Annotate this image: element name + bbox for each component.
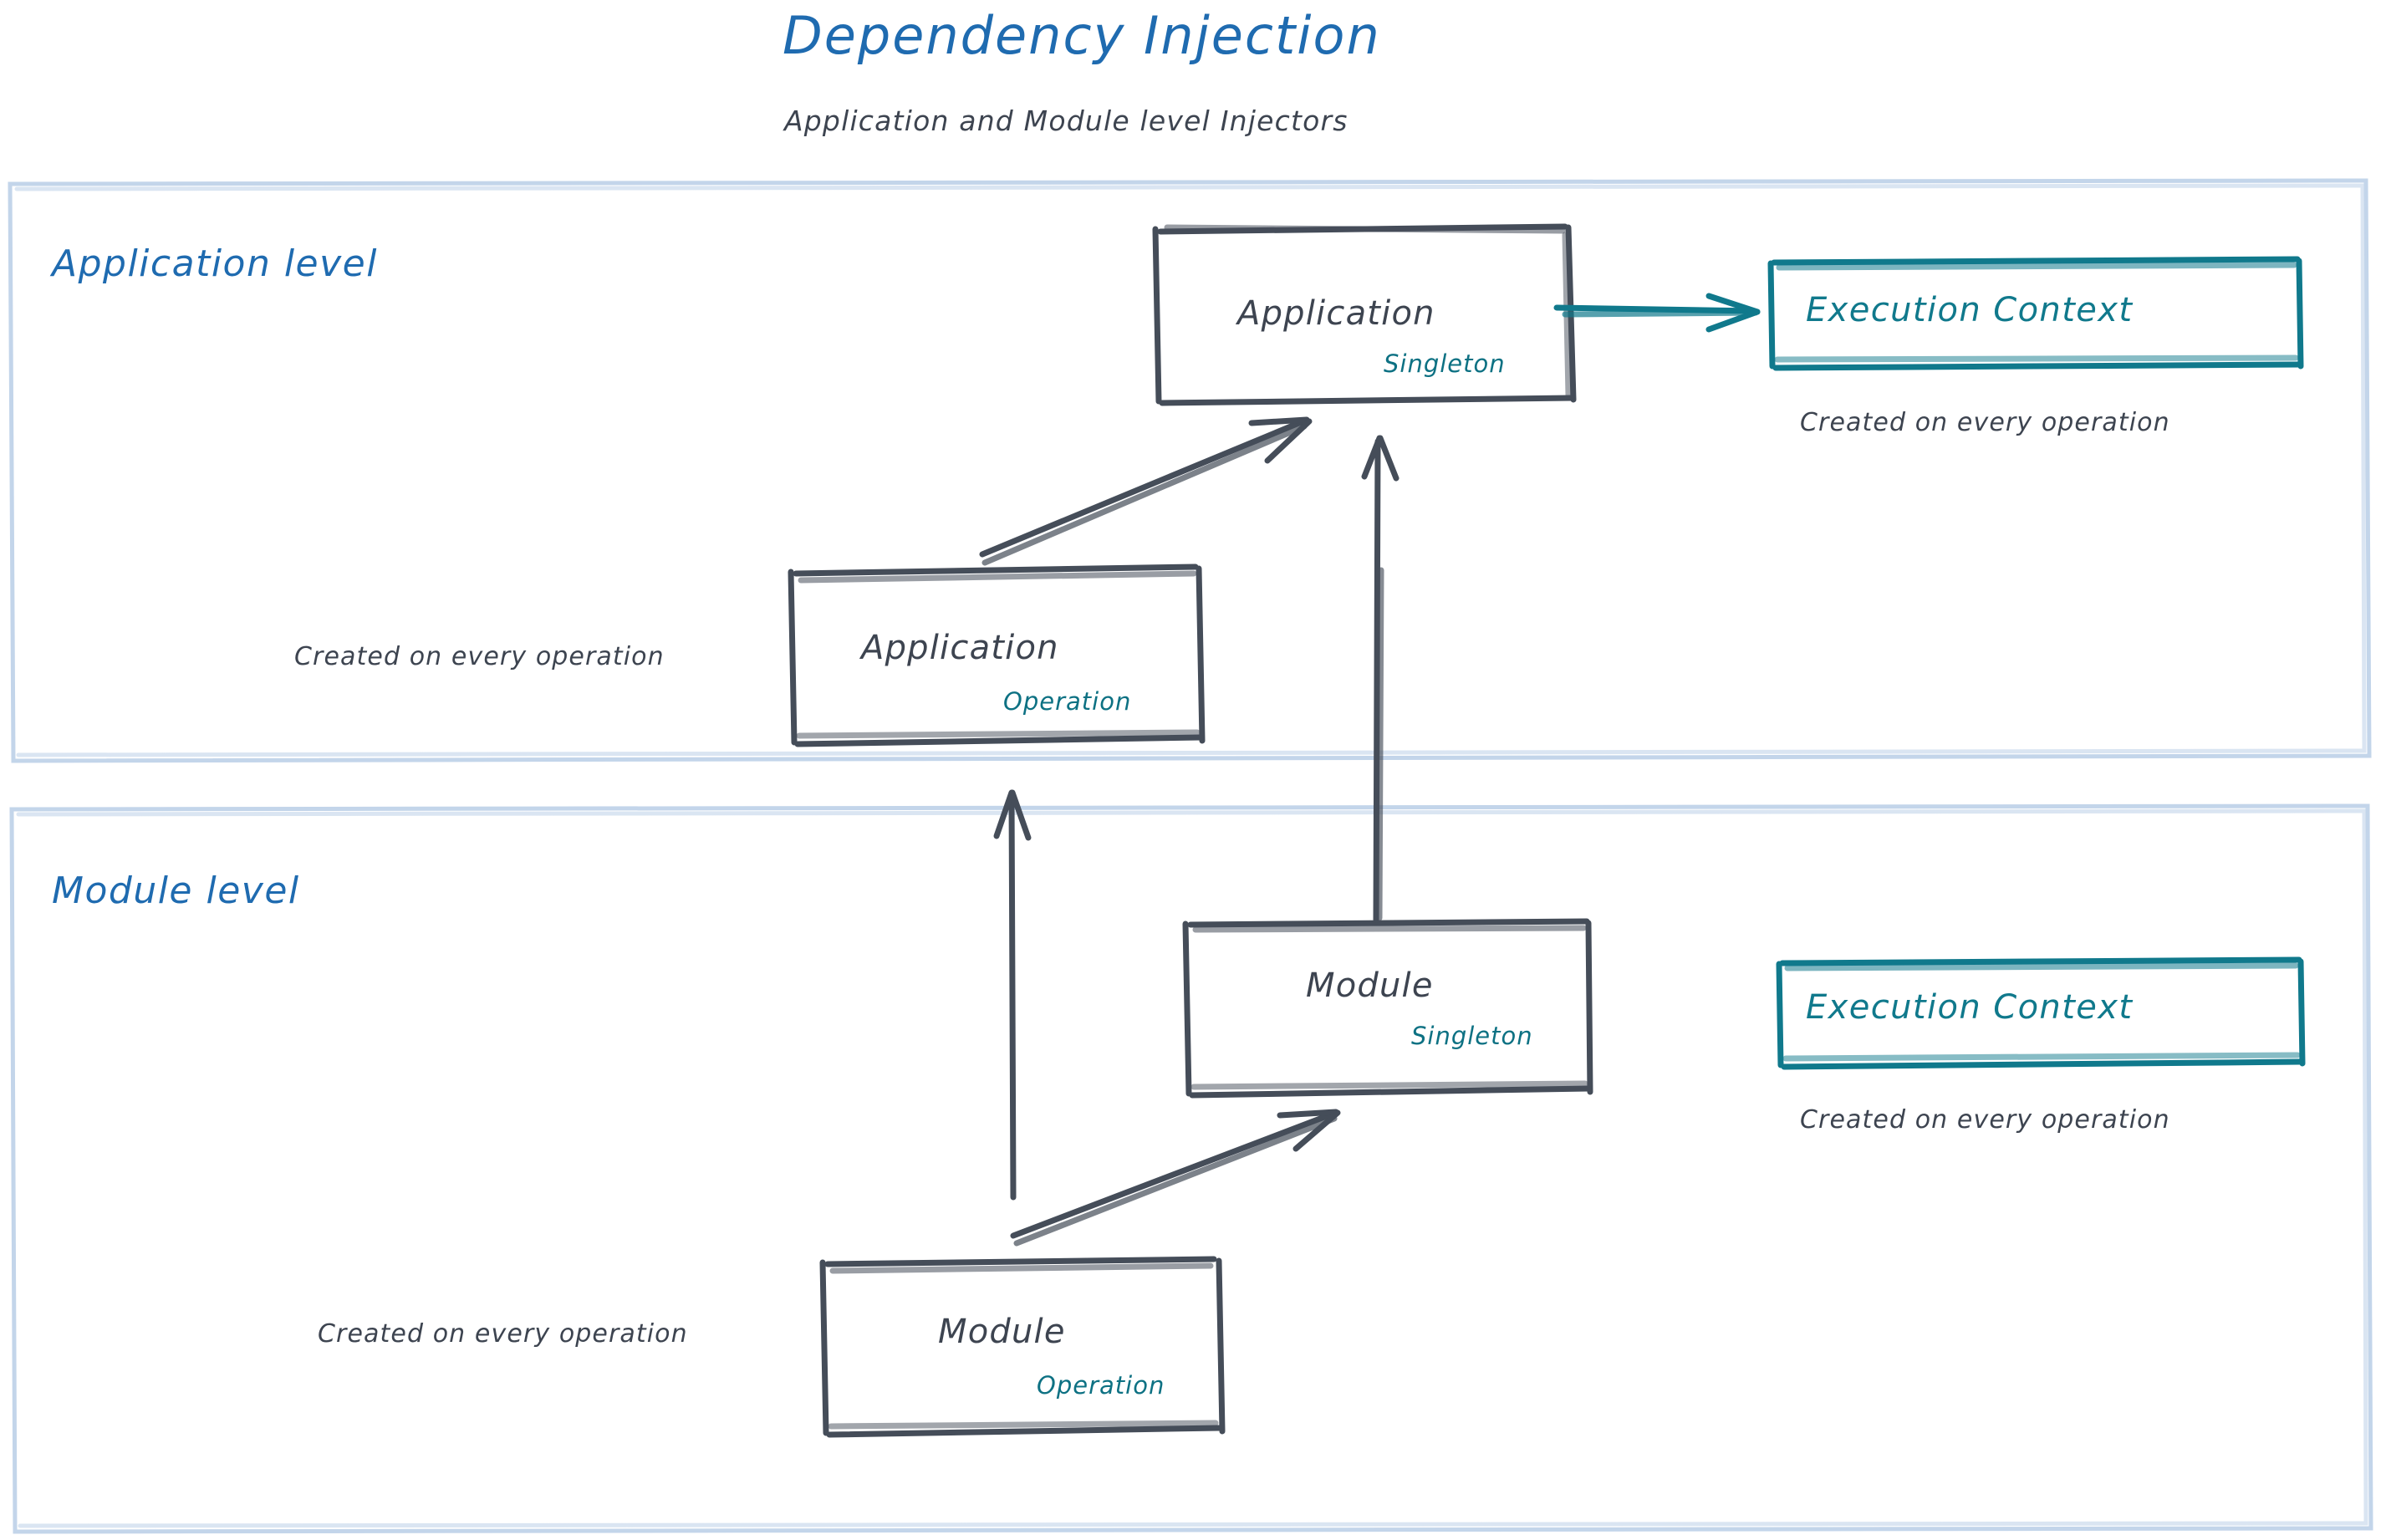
node-title-module-operation: Module	[938, 1313, 1066, 1351]
page-subtitle: Application and Module level Injectors	[784, 105, 1348, 137]
node-scope-module-operation: Operation	[1037, 1371, 1165, 1400]
node-title-module-singleton: Module	[1306, 966, 1434, 1005]
node-scope-application-operation: Operation	[1003, 687, 1132, 716]
edge-module-singleton-to-application-singleton	[1361, 435, 1399, 923]
caption-execution-context-module: Created on every operation	[1800, 1105, 2170, 1135]
node-scope-application-singleton: Singleton	[1384, 349, 1506, 378]
caption-module-operation: Created on every operation	[318, 1319, 688, 1349]
node-scope-module-singleton: Singleton	[1411, 1022, 1533, 1050]
band-label-module-level: Module level	[52, 869, 300, 912]
edge-module-operation-to-application-operation	[993, 789, 1032, 1201]
band-label-application-level: Application level	[52, 242, 378, 285]
node-title-application-operation: Application	[861, 629, 1059, 667]
edge-application-singleton-to-execution-context	[1553, 293, 1761, 333]
edge-application-operation-to-application-singleton	[979, 416, 1313, 566]
edge-module-operation-to-module-singleton	[1010, 1109, 1341, 1247]
page-title: Dependency Injection	[783, 5, 1381, 66]
caption-execution-context-application: Created on every operation	[1800, 408, 2170, 437]
section-frame-module-level	[9, 803, 2373, 1534]
node-title-execution-context-module: Execution Context	[1806, 988, 2134, 1027]
node-title-application-singleton: Application	[1237, 294, 1435, 333]
caption-application-operation: Created on every operation	[294, 642, 665, 671]
node-title-execution-context-application: Execution Context	[1806, 291, 2134, 329]
node-box-module-singleton[interactable]	[1182, 918, 1593, 1099]
